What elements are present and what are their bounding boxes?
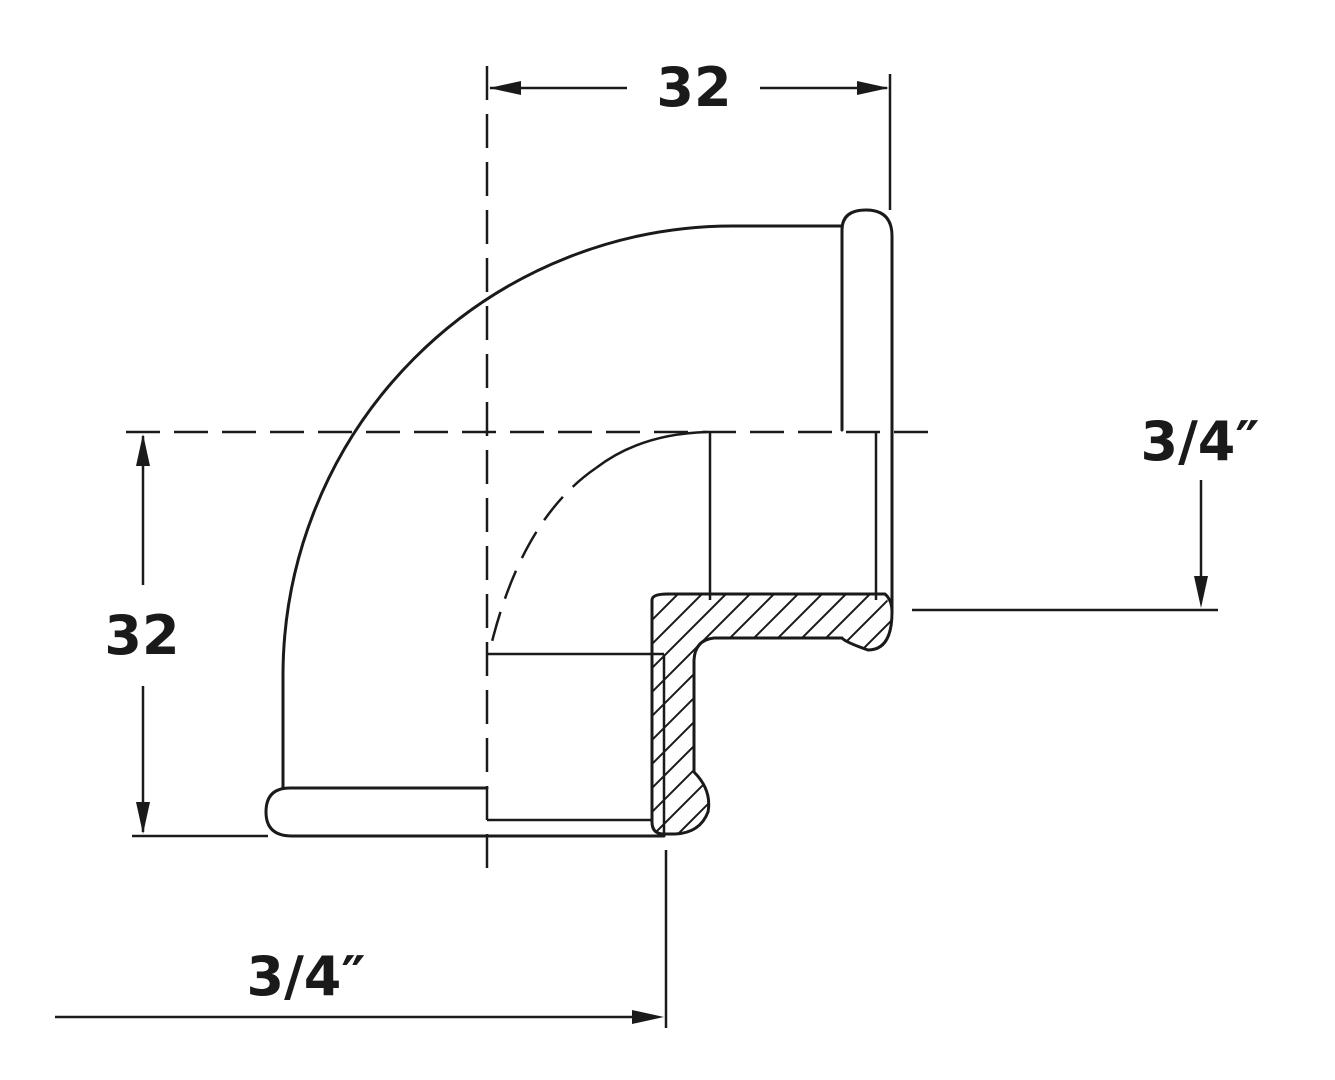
- right-thread-label: 3/4″: [1141, 410, 1260, 473]
- arrowhead-right: [857, 81, 889, 95]
- hatch-line: [652, 594, 809, 834]
- hatch-line: [652, 594, 857, 834]
- dimension-right-thread: 3/4″: [912, 410, 1260, 612]
- left-height-label: 32: [104, 604, 179, 667]
- center-lines: [126, 66, 934, 876]
- outer-bend-arc: [281, 224, 737, 682]
- hatch-line: [652, 594, 833, 834]
- hatch-line: [652, 594, 689, 834]
- section-outline: [650, 592, 894, 836]
- top-width-label: 32: [656, 56, 731, 119]
- hatch-line: [300, 560, 640, 900]
- hatch-line: [652, 594, 713, 834]
- bottom-bead: [264, 786, 666, 838]
- hatch-line: [652, 594, 665, 834]
- inner-bend-hidden-arc: [487, 466, 597, 655]
- arrowhead-bottom: [136, 802, 150, 834]
- arrowhead-down: [1194, 576, 1208, 608]
- dimension-bottom-thread: 3/4″: [55, 850, 668, 1028]
- hatch-line: [652, 594, 761, 834]
- top-bead: [840, 208, 894, 614]
- hatch-line: [652, 594, 737, 834]
- arrowhead-right-bottom: [632, 1010, 664, 1024]
- arrowhead-left: [489, 81, 521, 95]
- dimension-left-height: 32: [104, 434, 268, 838]
- hatch-line: [652, 594, 785, 834]
- fitting-outline: [264, 208, 894, 838]
- dimension-top-width: 32: [489, 56, 892, 210]
- bottom-thread-label: 3/4″: [247, 945, 366, 1008]
- arrowhead-top: [136, 434, 150, 466]
- inner-bend-arc: [595, 430, 708, 469]
